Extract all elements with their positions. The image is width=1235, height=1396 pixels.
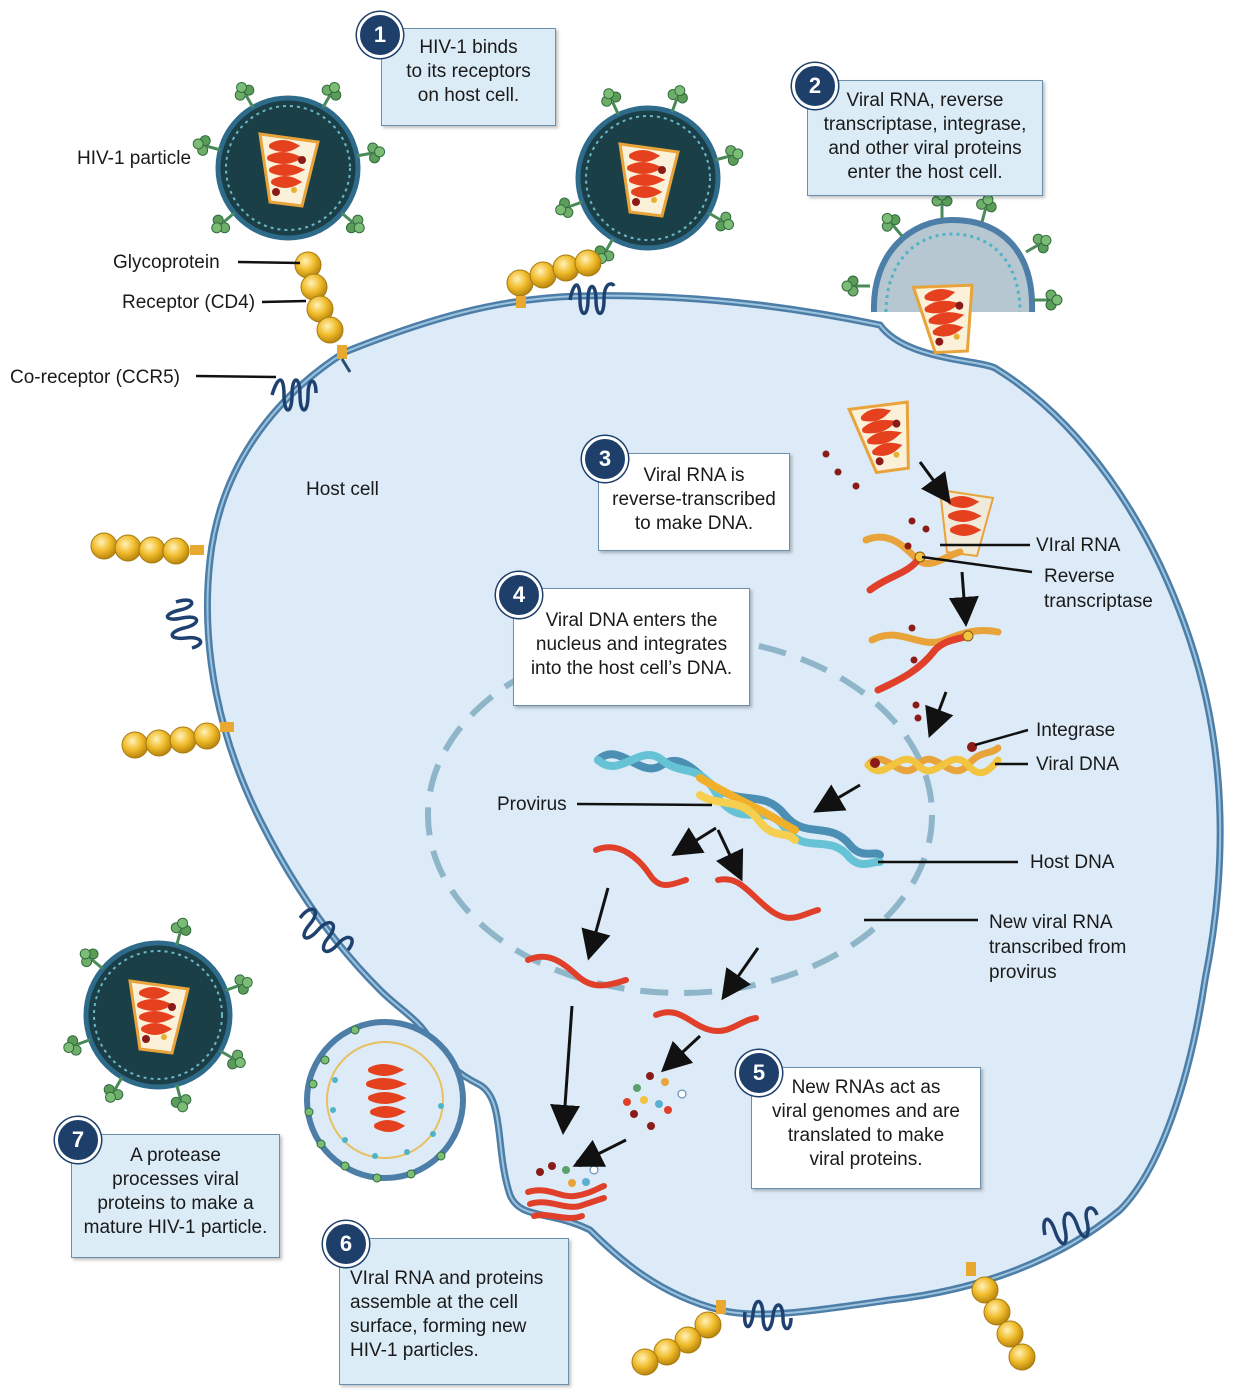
label-integrase: Integrase xyxy=(1036,720,1116,741)
receptor-cd4-left-2 xyxy=(121,722,234,759)
viral-dna-helix xyxy=(864,744,1002,777)
label-host-cell: Host cell xyxy=(306,479,379,500)
integrase-dot xyxy=(870,758,880,768)
label-glycoprotein: Glycoprotein xyxy=(113,252,220,273)
step-1-box: HIV-1 binds to its receptors on host cel… xyxy=(381,28,556,126)
step-1-text: HIV-1 binds to its receptors on host cel… xyxy=(406,37,531,106)
coreceptor-ccr5-2 xyxy=(568,282,616,316)
assembly-site xyxy=(525,1159,607,1221)
label-host-dna: Host DNA xyxy=(1030,852,1115,873)
provirus-segment xyxy=(696,774,799,844)
label-reverse-transcriptase: Reverse transcriptase xyxy=(1044,566,1153,612)
step-2-badge: 2 xyxy=(792,63,838,109)
step-2-text: Viral RNA, reverse transcriptase, integr… xyxy=(823,90,1027,183)
viral-proteins xyxy=(623,1072,687,1130)
step-6-box: VIral RNA and proteins assemble at the c… xyxy=(339,1238,569,1385)
label-provirus: Provirus xyxy=(497,794,567,815)
label-viral-dna: Viral DNA xyxy=(1036,754,1120,775)
coreceptor-ccr5-right xyxy=(1042,1206,1099,1246)
label-viral-rna: VIral RNA xyxy=(1036,535,1121,556)
step-3-text: Viral RNA is reverse-transcribed to make… xyxy=(612,465,776,534)
step-3-box: Viral RNA is reverse-transcribed to make… xyxy=(598,453,790,551)
step-6-text: VIral RNA and proteins assemble at the c… xyxy=(350,1268,544,1361)
step-5-badge: 5 xyxy=(736,1050,782,1096)
hiv-particle-virion-1 xyxy=(189,76,388,241)
step-7-text: A protease processes viral proteins to m… xyxy=(83,1145,268,1238)
step-6-badge: 6 xyxy=(323,1221,369,1267)
receptor-cd4-chain-2 xyxy=(506,249,602,308)
leader-lines xyxy=(195,260,1033,922)
receptor-cd4-bottom xyxy=(631,1300,726,1376)
receptor-cd4-left-1 xyxy=(90,532,204,565)
step-7-badge: 7 xyxy=(55,1117,101,1163)
receptor-cd4-right xyxy=(966,1262,1036,1371)
hiv-particle-fusing xyxy=(840,188,1064,358)
step-2-box: Viral RNA, reverse transcriptase, integr… xyxy=(807,80,1043,196)
label-hiv-particle: HIV-1 particle xyxy=(77,148,192,169)
budding-particle xyxy=(304,1019,466,1183)
label-coreceptor-ccr5: Co-receptor (CCR5) xyxy=(10,367,180,388)
coreceptor-ccr5-1 xyxy=(270,378,318,412)
label-receptor-cd4: Receptor (CD4) xyxy=(122,292,256,313)
receptor-cd4-chain-1 xyxy=(294,251,352,373)
coreceptor-ccr5-left-1 xyxy=(165,598,203,650)
hiv-particle-virion-2 xyxy=(550,80,747,270)
step-1-badge: 1 xyxy=(357,12,403,58)
step-3-badge: 3 xyxy=(582,436,628,482)
host-cell-membrane-inner xyxy=(206,294,1222,1316)
step-5-box: New RNAs act as viral genomes and are tr… xyxy=(751,1067,981,1189)
step-7-box: A protease processes viral proteins to m… xyxy=(71,1134,280,1258)
step-4-text: Viral DNA enters the nucleus and integra… xyxy=(530,610,733,679)
coreceptor-ccr5-bottom xyxy=(742,1299,793,1332)
process-arrows xyxy=(550,461,979,1167)
mature-hiv-particle xyxy=(59,914,257,1116)
capsid-uncoating xyxy=(938,488,995,558)
step-4-box: Viral DNA enters the nucleus and integra… xyxy=(513,588,750,706)
label-new-viral-rna: New viral RNA transcribed from provirus xyxy=(989,912,1127,983)
step-4-badge: 4 xyxy=(496,572,542,618)
step-5-text: New RNAs act as viral genomes and are tr… xyxy=(772,1077,960,1170)
coreceptor-ccr5-left-3 xyxy=(298,907,354,954)
